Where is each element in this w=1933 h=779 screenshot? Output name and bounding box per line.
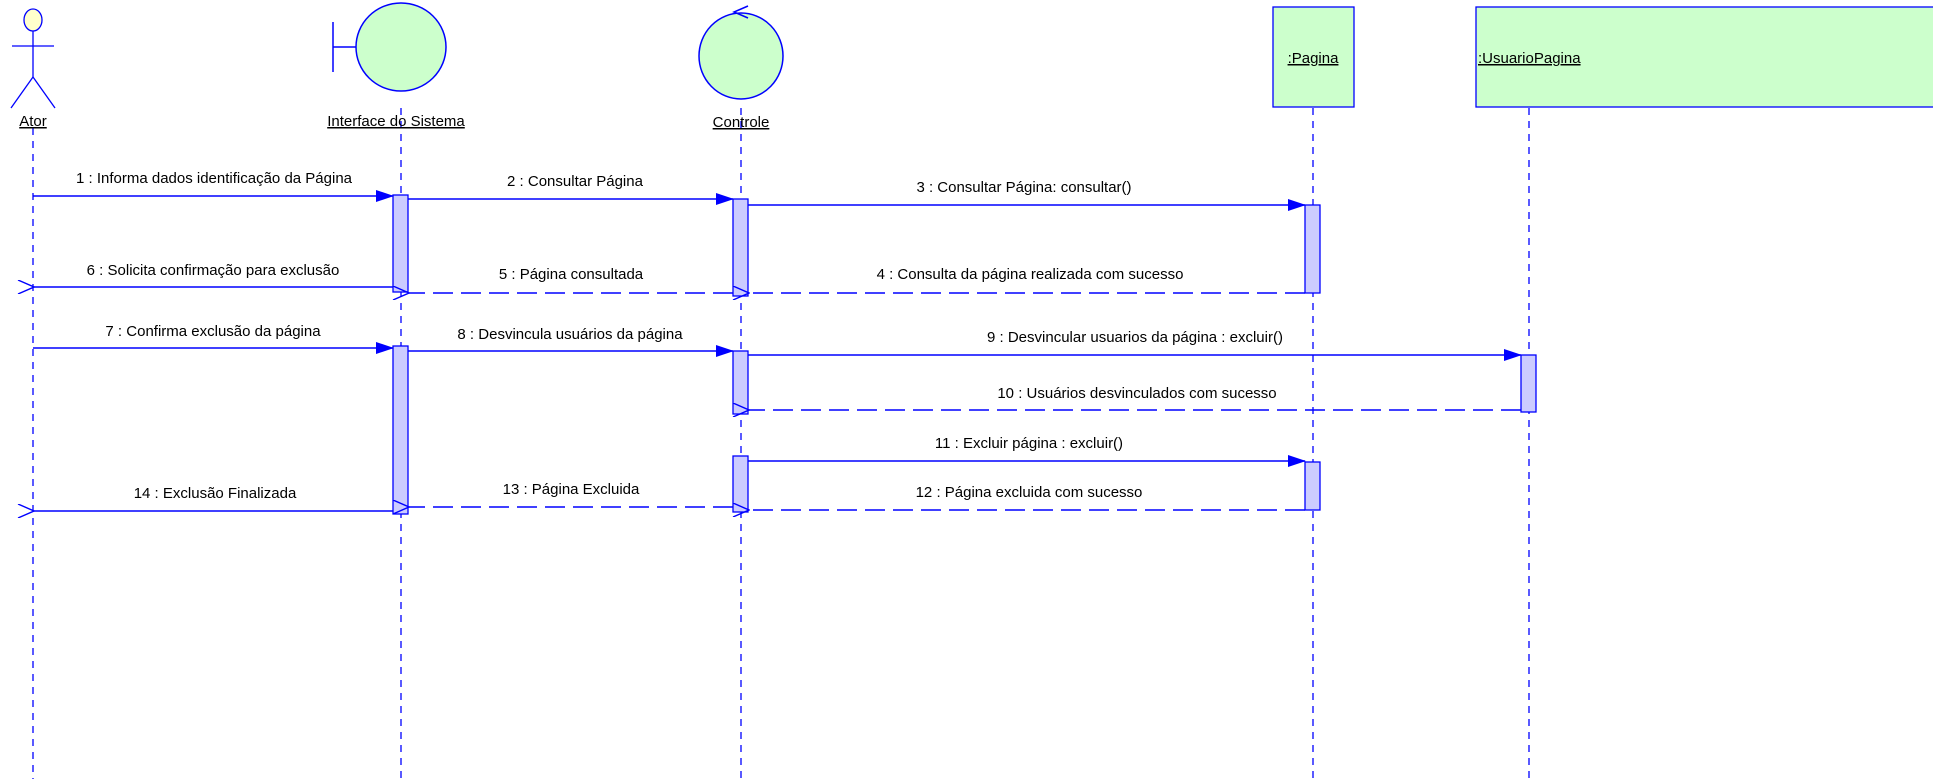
activation-controle-2	[732, 350, 749, 415]
message-label-2: 2 : Consultar Página	[507, 173, 644, 190]
participant-label-interface: Interface do Sistema	[327, 113, 465, 130]
message-label-8: 8 : Desvincula usuários da página	[457, 326, 683, 343]
entity-box-usuariopagina	[1475, 6, 1933, 108]
participant-interface[interactable]: Interface do Sistema	[327, 2, 465, 130]
message-label-6: 6 : Solicita confirmação para exclusão	[87, 262, 340, 279]
message-label-4: 4 : Consulta da página realizada com suc…	[877, 266, 1184, 283]
participant-label-controle: Controle	[713, 114, 770, 131]
activation-interface-2	[392, 345, 409, 515]
message-label-13: 13 : Página Excluida	[503, 481, 640, 498]
actor-head-icon	[23, 8, 43, 32]
activation-controle-1	[732, 198, 749, 297]
message-label-12: 12 : Página excluida com sucesso	[916, 484, 1143, 501]
activation-usuariopagina-1	[1520, 354, 1537, 413]
message-label-14: 14 : Exclusão Finalizada	[134, 485, 297, 502]
message-label-7: 7 : Confirma exclusão da página	[105, 323, 321, 340]
activation-pagina-2	[1304, 461, 1321, 511]
message-label-5: 5 : Página consultada	[499, 266, 644, 283]
participant-controle[interactable]: Controle	[698, 5, 784, 131]
message-label-1: 1 : Informa dados identificação da Págin…	[76, 170, 353, 187]
message-label-9: 9 : Desvincular usuarios da página : exc…	[987, 329, 1283, 346]
message-label-3: 3 : Consultar Página: consultar()	[916, 179, 1131, 196]
boundary-icon	[332, 2, 447, 92]
activation-pagina-1	[1304, 204, 1321, 294]
activation-interface-1	[392, 194, 409, 293]
lifelines	[32, 108, 1530, 779]
participant-label-ator: Ator	[19, 113, 47, 130]
participant-ator[interactable]: Ator	[10, 8, 56, 130]
actor-figure-icon	[10, 31, 56, 109]
participant-pagina[interactable]: :Pagina	[1272, 6, 1355, 108]
message-label-10: 10 : Usuários desvinculados com sucesso	[997, 385, 1276, 402]
activation-controle-3	[732, 455, 749, 513]
control-icon	[698, 5, 784, 100]
participant-label-pagina: :Pagina	[1288, 50, 1340, 67]
entity-box-pagina	[1272, 6, 1355, 108]
participant-usuariopagina[interactable]: :UsuarioPagina	[1475, 6, 1933, 108]
messages: 1 : Informa dados identificação da Págin…	[33, 170, 1522, 511]
message-label-11: 11 : Excluir página : excluir()	[935, 435, 1123, 452]
participant-label-usuariopagina: :UsuarioPagina	[1478, 50, 1581, 67]
